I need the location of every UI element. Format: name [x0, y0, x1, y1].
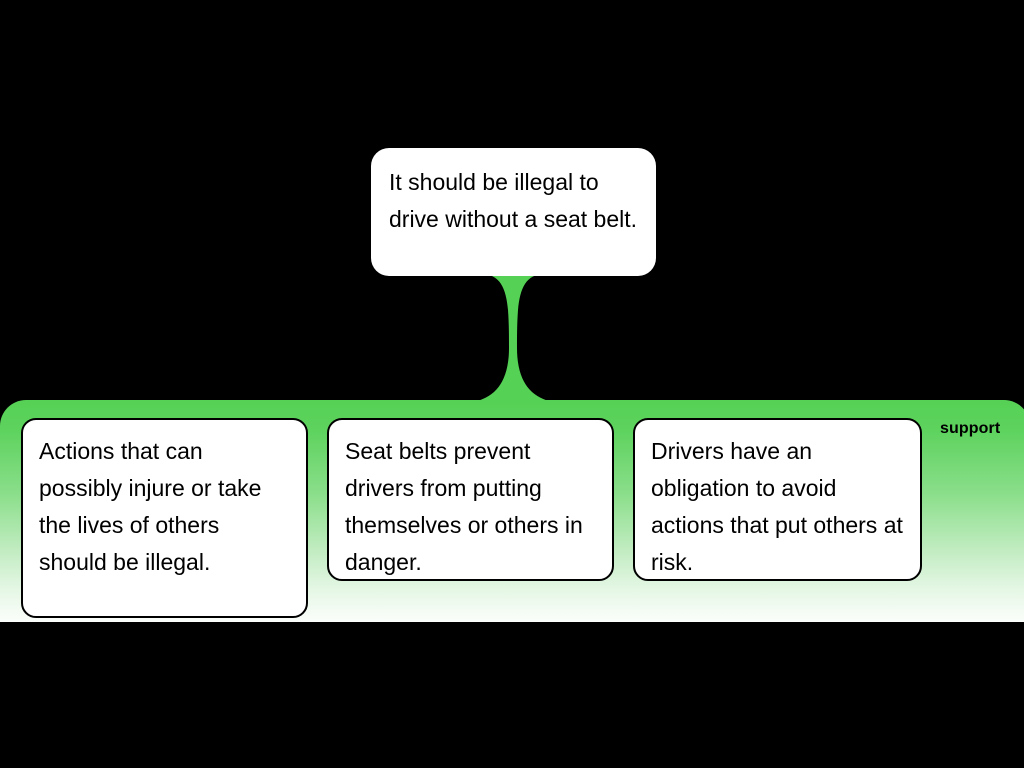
premise-box-3[interactable]: Drivers have an obligation to avoid acti… — [633, 418, 922, 581]
claim-text: It should be illegal to drive without a … — [389, 169, 638, 232]
support-relation-label: support — [940, 420, 1001, 437]
claim-box[interactable]: It should be illegal to drive without a … — [371, 148, 656, 276]
premise-box-1[interactable]: Actions that can possibly injure or take… — [21, 418, 308, 618]
premise-text-1: Actions that can possibly injure or take… — [39, 438, 262, 575]
premise-text-3: Drivers have an obligation to avoid acti… — [651, 438, 903, 575]
premise-text-2: Seat belts prevent drivers from putting … — [345, 438, 583, 575]
premise-box-2[interactable]: Seat belts prevent drivers from putting … — [327, 418, 614, 581]
